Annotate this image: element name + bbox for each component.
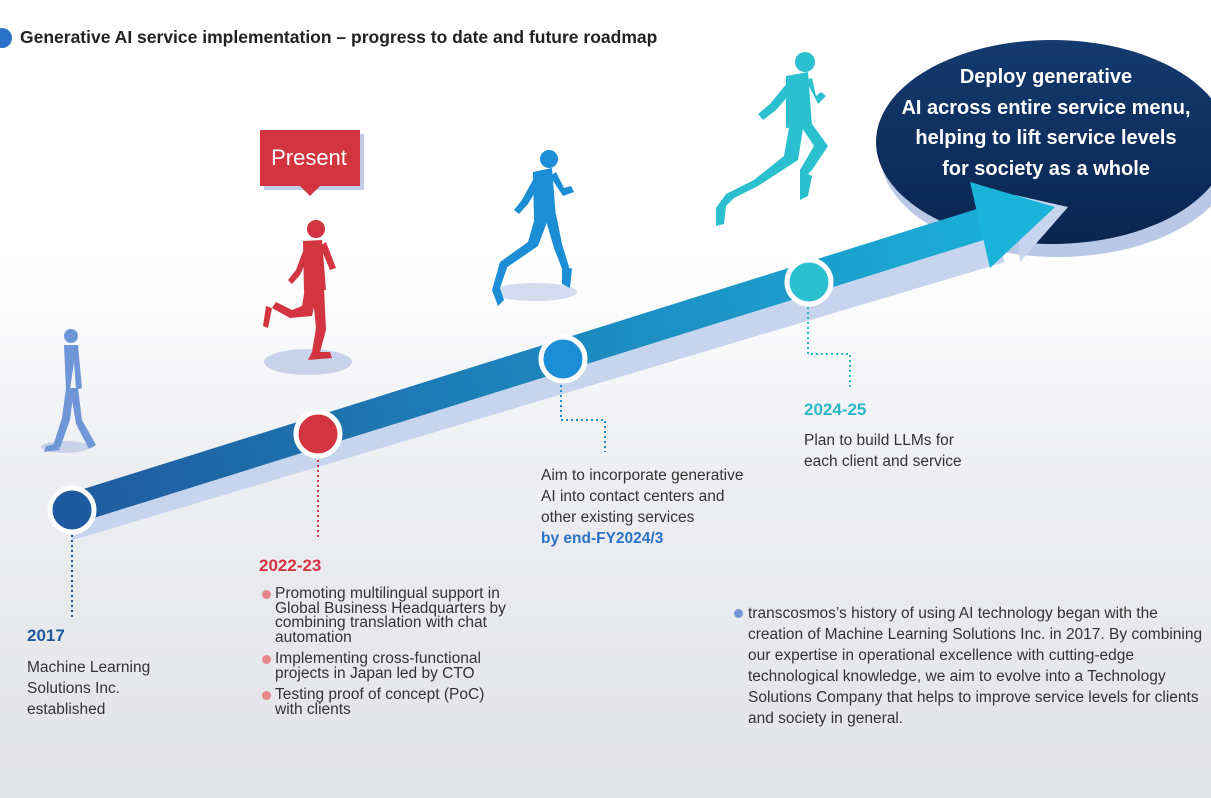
milestone-year-2022: 2022-23	[259, 556, 322, 575]
history-note: transcosmos’s history of using AI techno…	[734, 603, 1204, 729]
milestone-node-2024	[784, 257, 834, 307]
bullet-icon	[262, 655, 271, 664]
goal-line: AI across entire service menu,	[901, 96, 1191, 119]
title-bullet-icon	[0, 28, 12, 48]
bullet-icon	[734, 609, 743, 618]
present-callout-pointer	[300, 186, 320, 196]
goal-line: Deploy generative	[959, 66, 1133, 88]
blue-runner-shadow	[493, 283, 577, 301]
description-line: Aim to incorporate generative	[541, 467, 744, 484]
description-line: AI into contact centers and	[541, 488, 725, 505]
list-item-text: Implementing cross-functional projects i…	[275, 650, 481, 682]
description-line: each client and service	[804, 453, 962, 470]
connector-2023	[560, 380, 606, 452]
milestone-node-2023	[538, 334, 588, 384]
page-title: Generative AI service implementation – p…	[20, 27, 658, 47]
milestone-deadline: by end-FY2024/3	[541, 530, 664, 547]
description-line: Machine Learning	[27, 659, 151, 676]
list-item: Implementing cross-functional projects i…	[262, 650, 512, 682]
goal-line: helping to lift service levels	[915, 127, 1177, 149]
bullet-icon	[262, 590, 271, 599]
description-line: established	[27, 701, 106, 718]
list-item-text: Promoting multilingual support in Global…	[275, 585, 506, 646]
description-line: other existing services	[541, 509, 695, 526]
milestone-year-2024: 2024-25	[804, 400, 867, 419]
walking-person-icon	[44, 329, 96, 452]
milestone-description-2024: Plan to build LLMs for each client and s…	[804, 430, 1034, 472]
timeline-arrow	[58, 208, 990, 526]
goal-bubble	[876, 40, 1211, 244]
milestone-description-2023: Aim to incorporate generative AI into co…	[541, 465, 801, 549]
description-line: Solutions Inc.	[27, 680, 121, 697]
milestone-node-2017	[47, 485, 97, 535]
goal-text: Deploy generative AI across entire servi…	[876, 62, 1211, 184]
connector-2024	[807, 302, 851, 388]
milestone-node-2022	[293, 409, 343, 459]
description-line: Plan to build LLMs for	[804, 432, 954, 449]
history-note-text: transcosmos’s history of using AI techno…	[748, 605, 1203, 727]
present-callout	[260, 130, 360, 186]
list-item: Promoting multilingual support in Global…	[262, 585, 512, 646]
list-item-text: Testing proof of concept (PoC) with clie…	[275, 686, 485, 718]
milestone-description-2017: Machine Learning Solutions Inc. establis…	[27, 657, 197, 720]
red-runner-shadow	[264, 349, 352, 375]
timeline-arrow-head	[970, 182, 1055, 268]
milestone-list-2022: Promoting multilingual support in Global…	[262, 585, 512, 724]
running-person-icon	[716, 52, 828, 226]
running-person-icon	[492, 150, 574, 306]
milestone-year-2017: 2017	[27, 626, 65, 645]
bullet-icon	[262, 691, 271, 700]
present-label: Present	[271, 145, 347, 170]
running-person-icon	[263, 220, 336, 360]
goal-line: for society as a whole	[942, 157, 1150, 180]
list-item: Testing proof of concept (PoC) with clie…	[262, 686, 512, 718]
